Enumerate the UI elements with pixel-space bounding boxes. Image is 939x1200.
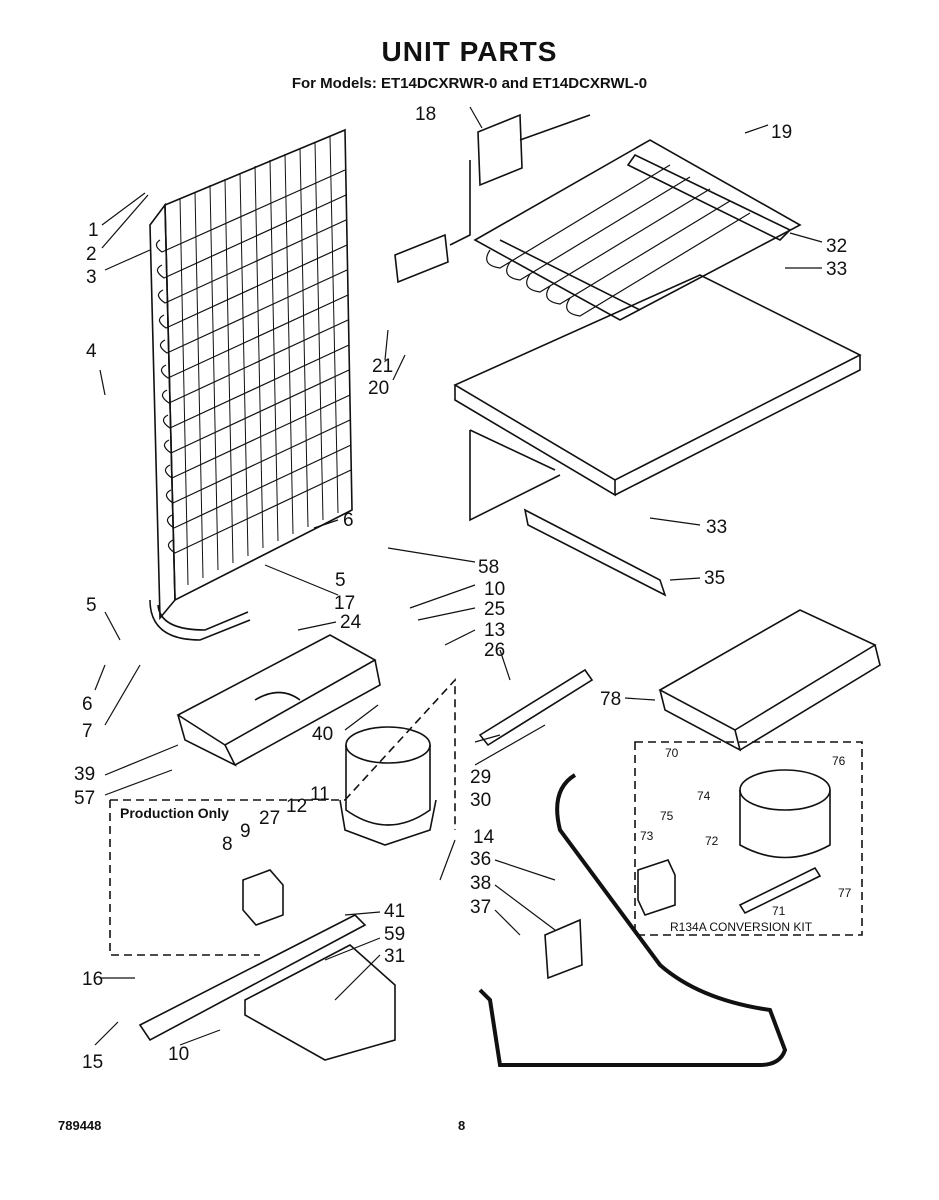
callout-74: 74 <box>697 789 711 803</box>
callout-1: 1 <box>88 220 99 241</box>
filter-drier <box>478 668 594 747</box>
callout-4: 4 <box>86 341 97 362</box>
compressor <box>339 726 437 846</box>
callout-11: 11 <box>310 784 330 805</box>
callout-33: 33 <box>826 259 847 280</box>
drain-trough <box>523 508 667 597</box>
callout-5: 5 <box>335 570 346 591</box>
callout-40: 40 <box>312 724 333 745</box>
callout-59: 59 <box>384 924 405 945</box>
callout-14: 14 <box>473 827 495 848</box>
callout-78: 78 <box>600 689 621 710</box>
callout-21: 21 <box>372 356 393 377</box>
callout-6: 6 <box>343 510 354 531</box>
base-rail <box>138 914 396 1061</box>
discharge-tube <box>478 773 788 1067</box>
callout-9: 9 <box>240 821 251 842</box>
callout-27: 27 <box>259 808 280 829</box>
callout-76: 76 <box>832 754 846 768</box>
callout-38: 38 <box>470 873 491 894</box>
callout-71: 71 <box>772 904 786 918</box>
callout-32: 32 <box>826 236 847 257</box>
callout-30: 30 <box>470 790 491 811</box>
callout-16: 16 <box>82 969 103 990</box>
callout-24: 24 <box>340 612 362 633</box>
kit-box-title: R134A CONVERSION KIT <box>670 920 813 934</box>
page-title: UNIT PARTS <box>381 36 558 67</box>
defrost-heater <box>394 113 591 284</box>
callout-3: 3 <box>86 267 97 288</box>
timer-bracket <box>544 918 583 980</box>
callout-7: 7 <box>82 721 93 742</box>
start-relay <box>242 869 284 926</box>
models-subtitle: For Models: ET14DCXRWR-0 and ET14DCXRWL-… <box>291 75 648 92</box>
callout-70: 70 <box>665 746 679 760</box>
kit-relay <box>637 859 676 916</box>
callout-35: 35 <box>704 568 725 589</box>
evaporator-cover <box>453 274 862 522</box>
callout-8: 8 <box>222 834 233 855</box>
callout-26: 26 <box>484 640 505 661</box>
callout-15: 15 <box>82 1052 103 1073</box>
callout-33b: 33 <box>706 517 727 538</box>
page-number: 8 <box>458 1118 466 1133</box>
evaporator-coil <box>473 139 802 321</box>
kit-drier <box>738 866 822 915</box>
callout-2: 2 <box>86 244 97 265</box>
callout-75: 75 <box>660 809 674 823</box>
callout-57: 57 <box>74 788 95 809</box>
callout-12: 12 <box>286 796 307 817</box>
callout-77: 77 <box>838 886 852 900</box>
drain-pan-78 <box>658 609 881 752</box>
callout-39: 39 <box>74 764 95 785</box>
callout-19: 19 <box>771 122 792 143</box>
callout-37: 37 <box>470 897 491 918</box>
callout-6b: 6 <box>82 694 93 715</box>
callout-10: 10 <box>168 1044 189 1065</box>
callout-36: 36 <box>470 849 491 870</box>
callout-72: 72 <box>705 834 719 848</box>
condenser-coil <box>149 128 353 641</box>
production-box-title: Production Only <box>120 805 229 821</box>
callout-29: 29 <box>470 767 491 788</box>
callout-20: 20 <box>368 378 389 399</box>
callout-31: 31 <box>384 946 405 967</box>
callout-5b: 5 <box>86 595 97 616</box>
callout-58: 58 <box>478 557 499 578</box>
callout-41: 41 <box>384 901 405 922</box>
callout-17: 17 <box>334 593 355 614</box>
callout-18: 18 <box>415 104 436 125</box>
kit-compressor <box>739 769 831 859</box>
document-number: 789448 <box>58 1118 102 1133</box>
callout-25: 25 <box>484 599 505 620</box>
callout-13: 13 <box>484 620 505 641</box>
callout-labels: 1 2 3 4 6 5 17 24 5 6 7 39 57 40 Product… <box>74 104 852 1073</box>
drain-pan <box>176 634 381 767</box>
callout-10b: 10 <box>484 579 505 600</box>
callout-73: 73 <box>640 829 654 843</box>
